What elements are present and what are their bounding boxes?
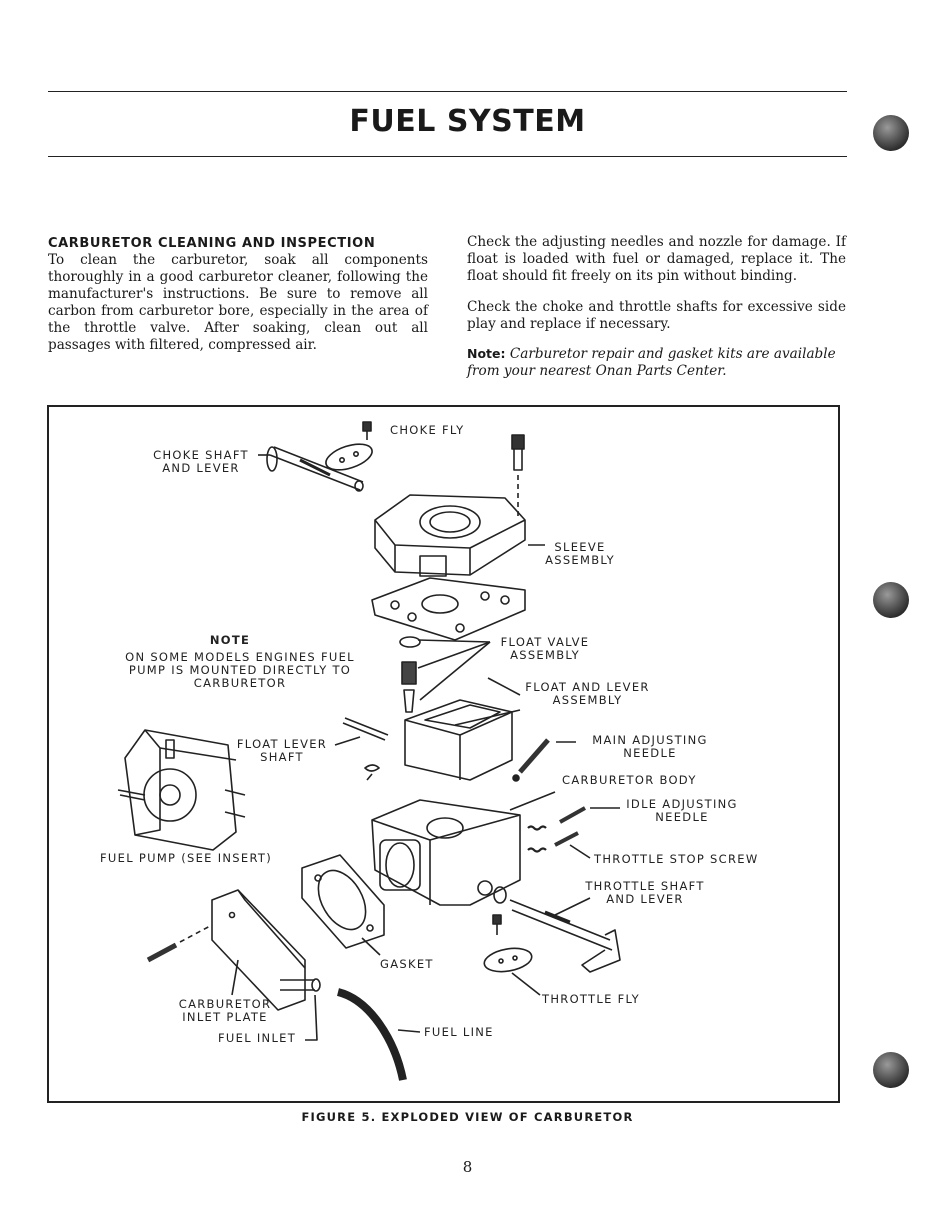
idle-spring-icon: [527, 825, 547, 831]
binder-hole-middle: [873, 582, 909, 618]
page-number: 8: [462, 1158, 473, 1176]
label-throttle-fly: THROTTLE FLY: [542, 992, 641, 1006]
figure-caption: FIGURE 5. EXPLODED VIEW OF CARBURETOR: [301, 1110, 634, 1124]
label-float-lever-shaft: FLOAT LEVER SHAFT: [236, 737, 328, 764]
note-text: Carburetor repair and gasket kits are av…: [467, 346, 836, 379]
label-inlet-plate: CARBURETOR INLET PLATE: [178, 997, 272, 1024]
binder-hole-top: [873, 115, 909, 151]
sleeve-screw-icon: [511, 434, 525, 520]
right-column: Check the adjusting needles and nozzle f…: [467, 234, 846, 380]
label-throttle-shaft: THROTTLE SHAFT AND LEVER: [585, 879, 705, 906]
inlet-plate-screw-icon: [146, 942, 178, 963]
idle-adjusting-needle-icon: [559, 806, 586, 824]
figure-frame: [47, 405, 840, 1103]
float-lever-shaft-icon: [342, 722, 386, 741]
note-label: Note:: [467, 346, 506, 361]
left-column: CARBURETOR CLEANING AND INSPECTION To cl…: [48, 235, 428, 354]
carburetor-top-cover-icon: [374, 494, 526, 577]
float-valve-seat-icon: [401, 661, 417, 713]
float-valve-washer-icon: [399, 636, 421, 648]
fuel-line-icon: [336, 988, 407, 1081]
carburetor-body-icon: [371, 799, 521, 906]
fuel-pump-icon: [117, 729, 246, 851]
section-heading: CARBURETOR CLEANING AND INSPECTION: [48, 236, 376, 251]
binder-hole-bottom: [873, 1052, 909, 1088]
title-underline: [48, 156, 847, 157]
note-paragraph: Note: Carburetor repair and gasket kits …: [467, 345, 846, 380]
label-gasket: GASKET: [380, 957, 434, 971]
main-adjusting-needle-icon: [518, 738, 550, 774]
label-fuel-inlet: FUEL INLET: [218, 1031, 297, 1045]
label-throttle-stop-screw: THROTTLE STOP SCREW: [594, 852, 759, 866]
label-float-and-lever: FLOAT AND LEVER ASSEMBLY: [525, 680, 650, 707]
cleaning-paragraph: To clean the carburetor, soak all compon…: [48, 252, 428, 353]
choke-shaft-icon: [266, 446, 364, 492]
lower-gasket-icon: [301, 854, 385, 949]
label-idle-adjusting-needle: IDLE ADJUSTING NEEDLE: [626, 797, 738, 824]
retaining-clip-icon: [364, 764, 380, 781]
throttle-fly-icon: [483, 947, 533, 973]
label-note-title: NOTE: [209, 633, 251, 647]
label-note-body: ON SOME MODELS ENGINES FUEL PUMP IS MOUN…: [125, 650, 355, 690]
throttle-shaft-icon: [493, 886, 621, 973]
label-main-adjusting-needle: MAIN ADJUSTING NEEDLE: [592, 733, 708, 760]
top-rule: [48, 91, 847, 92]
choke-fly-screw-icon: [362, 421, 372, 440]
needles-paragraph: Check the adjusting needles and nozzle f…: [467, 234, 846, 284]
float-icon: [404, 699, 513, 781]
label-fuel-line: FUEL LINE: [424, 1025, 494, 1039]
label-choke-shaft: CHOKE SHAFT AND LEVER: [153, 448, 249, 475]
label-choke-fly: CHOKE FLY: [390, 423, 465, 437]
carburetor-inlet-plate-icon: [211, 889, 321, 1011]
throttle-fly-screw-icon: [492, 914, 502, 935]
shafts-paragraph: Check the choke and throttle shafts for …: [467, 299, 846, 332]
upper-gasket-icon: [371, 577, 526, 641]
label-float-valve-assembly: FLOAT VALVE ASSEMBLY: [500, 635, 590, 662]
choke-fly-icon: [325, 443, 373, 471]
label-fuel-pump: FUEL PUMP (SEE INSERT): [100, 851, 273, 865]
label-sleeve-assembly: SLEEVE ASSEMBLY: [545, 540, 615, 567]
page-title: FUEL SYSTEM: [349, 104, 586, 139]
label-carburetor-body: CARBURETOR BODY: [562, 773, 697, 787]
stop-spring-icon: [527, 847, 547, 853]
throttle-stop-screw-icon: [554, 831, 579, 847]
